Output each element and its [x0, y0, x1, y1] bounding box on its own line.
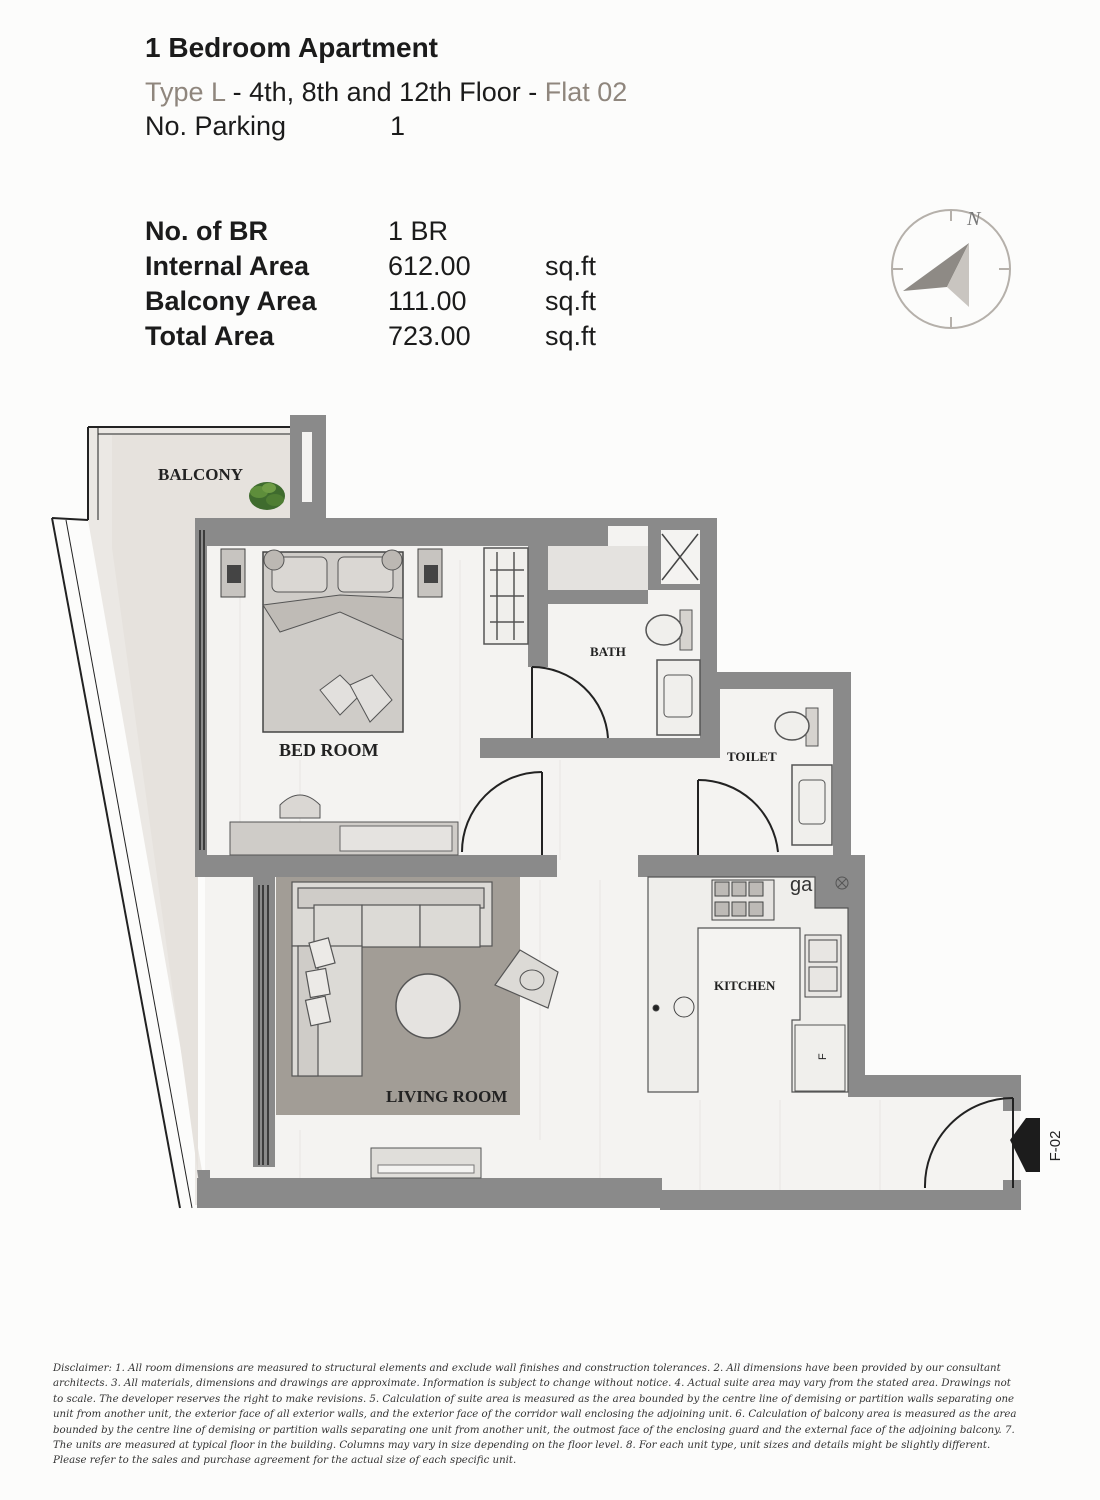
wardrobe	[483, 547, 529, 645]
room-label-kitchen: KITCHEN	[714, 978, 776, 993]
cooktop-icon	[711, 879, 775, 921]
coffee-table	[395, 973, 461, 1039]
armchair	[494, 949, 559, 1009]
spec-unit: sq.ft	[545, 251, 597, 281]
disclaimer-text: Disclaimer: 1. All room dimensions are m…	[53, 1363, 1017, 1467]
toilet-icon	[774, 707, 819, 747]
spec-label: No. of BR	[145, 216, 268, 246]
fridge-icon	[794, 1024, 846, 1092]
spec-row-balcony-area: Balcony Area 111.00 sq.ft	[145, 286, 645, 320]
parking-label: No. Parking	[145, 111, 287, 141]
subtitle-separator: -	[520, 77, 545, 107]
flat-number: Flat 02	[544, 77, 628, 107]
spec-row-total-area: Total Area 723.00 sq.ft	[145, 321, 645, 355]
room-label-bedroom: BED ROOM	[279, 740, 379, 760]
spec-label: Balcony Area	[145, 286, 317, 316]
room-label-balcony: BALCONY	[158, 465, 243, 484]
spec-label: Total Area	[145, 321, 275, 351]
kitchen-sink-icon	[804, 934, 842, 998]
plant-icon	[249, 482, 285, 510]
unit-floors: 4th, 8th and 12th Floor	[249, 77, 521, 107]
balcony-area	[51, 426, 290, 1209]
doors	[461, 665, 1014, 1189]
spec-value: 723.00	[388, 321, 471, 351]
entry-marker-icon	[1010, 1118, 1040, 1172]
bed	[220, 548, 443, 733]
sink-icon	[656, 659, 701, 736]
unit-subtitle: Type L - 4th, 8th and 12th Floor - Flat …	[145, 77, 627, 108]
windows	[199, 530, 269, 1165]
compass-north-label: N	[966, 208, 982, 230]
room-label-bath: BATH	[590, 644, 626, 659]
gas-label: ga	[790, 874, 813, 896]
desk	[229, 794, 459, 856]
room-label-toilet: TOILET	[727, 749, 777, 764]
spec-label: Internal Area	[145, 251, 310, 281]
floor-plan: F ga F-02 BALCONY BED ROOM BATH TOILET K…	[51, 415, 1064, 1210]
parking-value: 1	[390, 111, 406, 141]
hood-icon	[652, 996, 695, 1018]
spec-row-internal-area: Internal Area 612.00 sq.ft	[145, 251, 645, 285]
toilet-room-fixtures	[774, 707, 833, 846]
bath-fixtures	[548, 533, 701, 736]
room-label-living: LIVING ROOM	[386, 1087, 507, 1106]
sink-icon	[791, 764, 833, 846]
gas-valve-icon	[835, 876, 849, 890]
unit-type: Type L	[145, 77, 226, 107]
spec-row-bedrooms: No. of BR 1 BR	[145, 216, 645, 250]
spec-value: 612.00	[388, 251, 471, 281]
fridge-label: F	[817, 1053, 829, 1060]
page-title: 1 Bedroom Apartment	[145, 32, 439, 63]
toilet-icon	[645, 609, 693, 651]
tv-unit	[370, 1147, 482, 1179]
walls	[195, 415, 1021, 1210]
compass-icon: N	[891, 208, 1011, 329]
subtitle-separator: -	[225, 77, 250, 107]
spec-unit: sq.ft	[545, 321, 597, 351]
entry-label: F-02	[1047, 1131, 1064, 1162]
spec-value: 111.00	[388, 286, 467, 316]
sofa	[291, 881, 493, 1077]
spec-unit: sq.ft	[545, 286, 597, 316]
spec-value: 1 BR	[388, 216, 449, 246]
